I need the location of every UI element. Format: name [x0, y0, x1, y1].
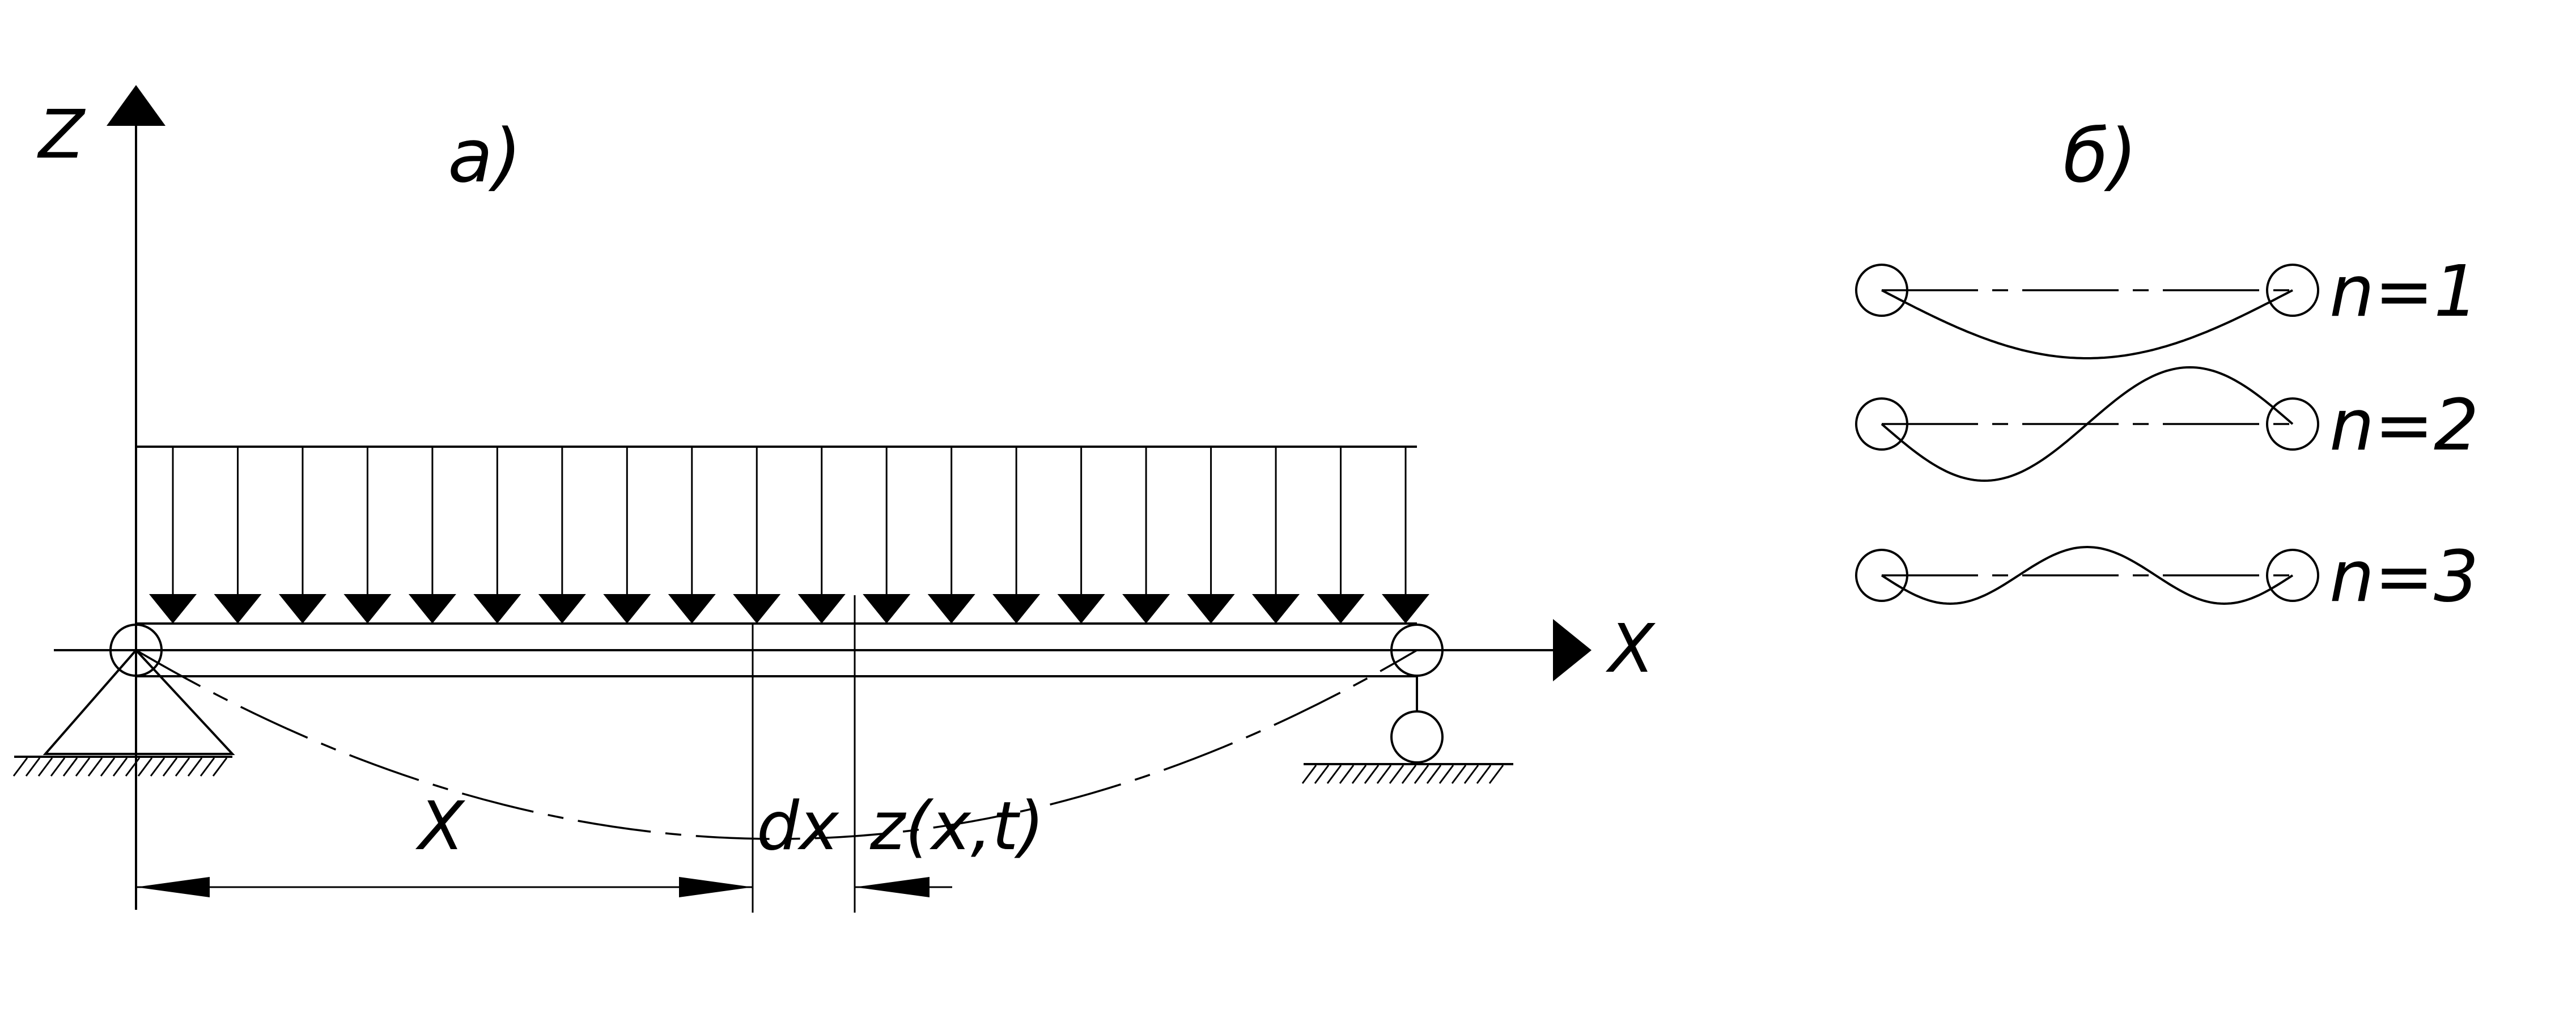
- load-arrowhead: [343, 594, 392, 624]
- x-axis-label: X: [1605, 609, 1656, 688]
- hatch-stroke: [212, 757, 228, 777]
- hatch-stroke: [12, 757, 28, 777]
- x-dimension-arrow-left: [136, 877, 210, 897]
- load-arrowhead: [408, 594, 456, 624]
- hatch-stroke: [1326, 765, 1342, 784]
- hatch-stroke: [1314, 765, 1330, 784]
- load-arrowhead: [668, 594, 716, 624]
- hatch-stroke: [62, 757, 78, 777]
- load-arrowhead: [538, 594, 586, 624]
- hatch-stroke: [25, 757, 41, 777]
- hatch-stroke: [100, 757, 116, 777]
- mode-curve: [1881, 289, 2293, 359]
- hatch-stroke: [1364, 765, 1380, 784]
- hatch-stroke: [1414, 765, 1429, 784]
- load-arrowhead: [1382, 594, 1429, 624]
- mode-right-hinge: [2266, 549, 2319, 602]
- panel-a-label: а): [448, 113, 521, 199]
- hatch-stroke: [1451, 765, 1467, 784]
- hatch-stroke: [137, 757, 153, 777]
- z-axis-arrowhead: [107, 85, 165, 126]
- hatch-stroke: [1301, 765, 1317, 784]
- load-arrowhead: [278, 594, 326, 624]
- position-x-label: X: [415, 787, 465, 865]
- mode-shape-n1: n=1: [1855, 251, 2479, 359]
- load-arrowhead: [473, 594, 521, 624]
- hatch-stroke: [150, 757, 165, 777]
- hatch-stroke: [200, 757, 215, 777]
- deflection-curve: [135, 649, 1418, 840]
- hatch-stroke: [1426, 765, 1442, 784]
- panel-b-label: б): [2063, 113, 2137, 199]
- hatch-stroke: [1351, 765, 1367, 784]
- hatch-stroke: [1376, 765, 1392, 784]
- deflection-z-label: z(x,t): [869, 787, 1045, 865]
- hatch-stroke: [75, 757, 91, 777]
- mode-curve: [1881, 366, 2294, 482]
- load-arrowhead: [992, 594, 1041, 624]
- hatch-stroke: [162, 757, 178, 777]
- left-ground-hatching: [12, 757, 228, 777]
- hatch-stroke: [50, 757, 66, 777]
- hatch-stroke: [175, 757, 190, 777]
- x-axis-arrowhead: [1553, 619, 1592, 681]
- hatch-stroke: [112, 757, 128, 777]
- hatch-stroke: [1488, 765, 1504, 784]
- hatch-stroke: [1401, 765, 1417, 784]
- hatch-stroke: [1389, 765, 1404, 784]
- dx-dimension-arrow: [855, 877, 930, 897]
- load-arrowhead: [733, 594, 781, 624]
- mode-shapes: n=1 n=2 n=3: [1855, 251, 2479, 618]
- left-pinned-support: [12, 624, 235, 777]
- mode-right-hinge: [2266, 397, 2319, 451]
- mode-curve: [1881, 545, 2294, 605]
- load-arrowhead: [797, 594, 846, 624]
- right-roller-support: [1301, 624, 1513, 784]
- load-arrowhead: [603, 594, 651, 624]
- right-roller-wheel: [1390, 710, 1444, 764]
- right-ground-hatching: [1301, 765, 1504, 784]
- load-arrowhead: [1317, 594, 1365, 624]
- left-pin-hinge: [109, 624, 163, 677]
- hatch-stroke: [87, 757, 103, 777]
- load-arrowhead: [927, 594, 975, 624]
- distributed-load-arrows: [149, 447, 1429, 624]
- hatch-stroke: [1463, 765, 1479, 784]
- load-arrowhead: [149, 594, 197, 624]
- left-support-triangle: [43, 649, 235, 755]
- mode-shape-n3: n=3: [1855, 536, 2479, 618]
- mode-label: n=3: [2329, 536, 2479, 618]
- load-arrowhead: [214, 594, 262, 624]
- x-dimension-arrow-right: [679, 877, 753, 897]
- hatch-stroke: [1339, 765, 1355, 784]
- mode-label: n=2: [2329, 384, 2479, 467]
- z-axis-label: Z: [37, 95, 86, 173]
- panel-b: б) n=1 n=2 n=3: [1855, 113, 2479, 618]
- mode-right-hinge: [2266, 264, 2319, 317]
- hatch-stroke: [187, 757, 203, 777]
- mode-label: n=1: [2329, 251, 2479, 333]
- hatch-stroke: [1438, 765, 1454, 784]
- hatch-stroke: [37, 757, 53, 777]
- element-dx-label: dx: [757, 787, 839, 865]
- load-arrowhead: [1187, 594, 1235, 624]
- load-arrowhead: [1122, 594, 1170, 624]
- load-arrowhead: [1252, 594, 1300, 624]
- load-arrowhead: [1057, 594, 1105, 624]
- load-arrowhead: [863, 594, 911, 624]
- hatch-stroke: [125, 757, 141, 777]
- mode-shape-n2: n=2: [1855, 366, 2479, 482]
- panel-a: Z X а): [12, 85, 1656, 913]
- hatch-stroke: [1476, 765, 1492, 784]
